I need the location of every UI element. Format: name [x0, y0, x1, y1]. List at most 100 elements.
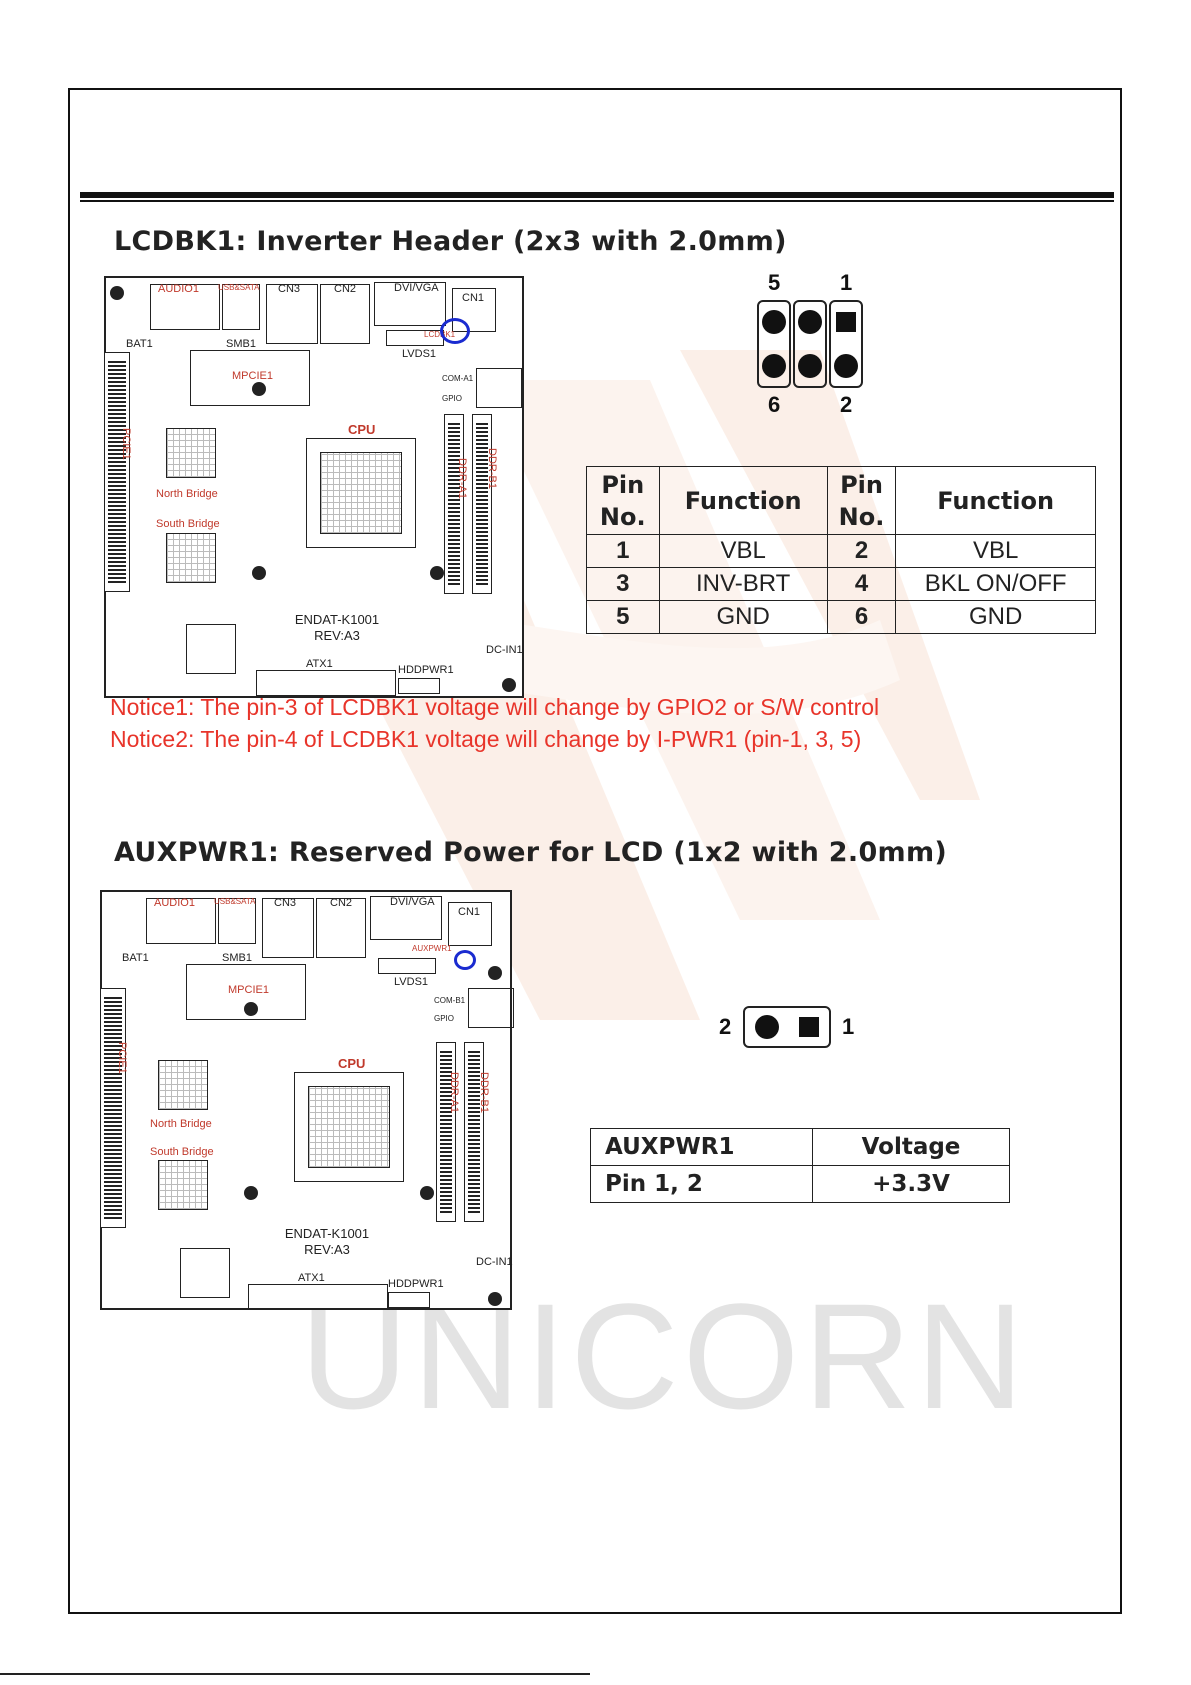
usb-connector	[222, 284, 260, 330]
lcdbk1-pin-table: Pin No. Function Pin No. Function 1 VBL …	[586, 466, 1096, 634]
cn3-label: CN3	[278, 283, 301, 295]
ddr-b-slot	[472, 414, 492, 594]
pin-label-2: 2	[840, 392, 853, 417]
cell: VBL	[895, 534, 1096, 568]
cell: 2	[826, 534, 897, 568]
pcie-slot	[100, 988, 126, 1228]
hddpwr-label: HDDPWR1	[388, 1278, 444, 1290]
motherboard-diagram-1: AUDIO1 USB&SATA CN3 CN2 DVI/VGA CN1 BAT1…	[104, 276, 524, 698]
ddr-a-label: DDR-A1	[456, 458, 468, 499]
mpcie-slot	[190, 350, 310, 406]
mount-hole	[252, 566, 266, 580]
mount-hole	[420, 1186, 434, 1200]
table-row: 5 GND 6 GND	[586, 600, 1096, 634]
smb-label: SMB1	[226, 338, 256, 350]
audio-connector	[146, 898, 216, 944]
lvds-label: LVDS1	[394, 976, 429, 988]
cell: 4	[826, 567, 897, 601]
cell: GND	[895, 600, 1096, 634]
cell: INV-BRT	[658, 567, 828, 601]
dcin-label: DC-IN1	[486, 644, 523, 656]
south-bridge-chip	[158, 1160, 208, 1210]
header-pin-no: Pin No.	[586, 466, 660, 535]
pcie-label: PCIE1	[116, 1042, 128, 1074]
lcdbk1-heading: LCDBK1: Inverter Header (2x3 with 2.0mm)	[114, 226, 787, 257]
dvi-connector	[370, 896, 442, 940]
mount-hole	[488, 1292, 502, 1306]
bat-label: BAT1	[126, 338, 153, 350]
notice-2: Notice2: The pin-4 of LCDBK1 voltage wil…	[110, 726, 862, 752]
usb-label: USB&SATA	[218, 283, 260, 292]
footer-rule	[0, 1673, 590, 1675]
lvds-label: LVDS1	[402, 348, 437, 360]
pin-label-5: 5	[768, 270, 781, 295]
pin-1-square	[799, 1017, 819, 1037]
ddr-a-slot	[436, 1042, 456, 1222]
hddpwr-label: HDDPWR1	[398, 664, 454, 676]
sata-ports	[186, 624, 236, 674]
atx-label: ATX1	[298, 1272, 325, 1284]
pin-column	[793, 300, 827, 388]
table-row: AUXPWR1 Voltage	[590, 1128, 1010, 1166]
mount-hole	[244, 1002, 258, 1016]
north-bridge-chip	[158, 1060, 208, 1110]
notice-1: Notice1: The pin-3 of LCDBK1 voltage wil…	[110, 694, 880, 720]
cpu-socket	[306, 438, 416, 548]
audio-label: AUDIO1	[158, 283, 199, 295]
lcdbk1-header-diagram	[757, 300, 865, 388]
audio-label: AUDIO1	[154, 897, 195, 909]
pin-2-round	[834, 354, 858, 378]
auxpwr1-highlight-circle	[454, 950, 476, 970]
north-bridge-label: North Bridge	[150, 1118, 212, 1130]
ddr-b-label: DDR-B1	[486, 448, 498, 489]
page-frame	[68, 88, 1122, 1614]
dvi-label: DVI/VGA	[390, 896, 435, 908]
cn1-connector	[448, 902, 492, 946]
dcin-label: DC-IN1	[476, 1256, 513, 1268]
atx-connector	[248, 1284, 388, 1310]
motherboard-diagram-2: AUDIO1 USB&SATA CN3 CN2 DVI/VGA CN1 BAT1…	[100, 890, 514, 1310]
cn2-label: CN2	[330, 897, 353, 909]
cn3-label: CN3	[274, 897, 297, 909]
sata-ports	[180, 1248, 230, 1298]
north-bridge-chip	[166, 428, 216, 478]
dvi-label: DVI/VGA	[394, 282, 439, 294]
pin-column	[829, 300, 863, 388]
cell: 3	[586, 567, 660, 601]
lcdbk1-highlight-circle	[440, 318, 470, 344]
smb-label: SMB1	[222, 952, 252, 964]
mount-hole	[110, 286, 124, 300]
mount-hole	[252, 382, 266, 396]
hddpwr-connector	[398, 678, 440, 694]
cn3-connector	[266, 284, 318, 344]
header-function: Function	[658, 466, 828, 535]
pin-label-6: 6	[768, 392, 781, 417]
cpu-label: CPU	[338, 1056, 366, 1071]
cn2-connector	[320, 284, 370, 344]
gpio-label: GPIO	[434, 1014, 455, 1023]
header-voltage: Voltage	[812, 1128, 1010, 1166]
hddpwr-connector	[388, 1292, 430, 1308]
audio-connector	[150, 284, 220, 330]
pin-label-1: 1	[840, 270, 853, 295]
cn1-label: CN1	[458, 906, 481, 918]
pcie-slot	[104, 352, 130, 592]
south-bridge-label: South Bridge	[150, 1146, 214, 1158]
cell: VBL	[658, 534, 828, 568]
com-b-label: COM-B1	[434, 996, 466, 1005]
lcdbk-label: LCDBK1	[424, 330, 456, 339]
cn3-connector	[262, 898, 314, 958]
usb-connector	[218, 898, 256, 944]
cn2-label: CN2	[334, 283, 357, 295]
header-auxpwr1: AUXPWR1	[590, 1128, 813, 1166]
auxpwr1-header-diagram	[743, 1006, 831, 1048]
cell: 1	[586, 534, 660, 568]
ddr-b-label: DDR-B1	[478, 1072, 490, 1113]
com-connectors	[468, 988, 514, 1028]
pin-1-square	[836, 312, 856, 332]
header-rule	[80, 192, 1114, 198]
auxpwr1-heading: AUXPWR1: Reserved Power for LCD (1x2 wit…	[114, 837, 948, 868]
pin-5-round	[762, 310, 786, 334]
cell: +3.3V	[812, 1165, 1010, 1203]
pin-4-round	[798, 354, 822, 378]
